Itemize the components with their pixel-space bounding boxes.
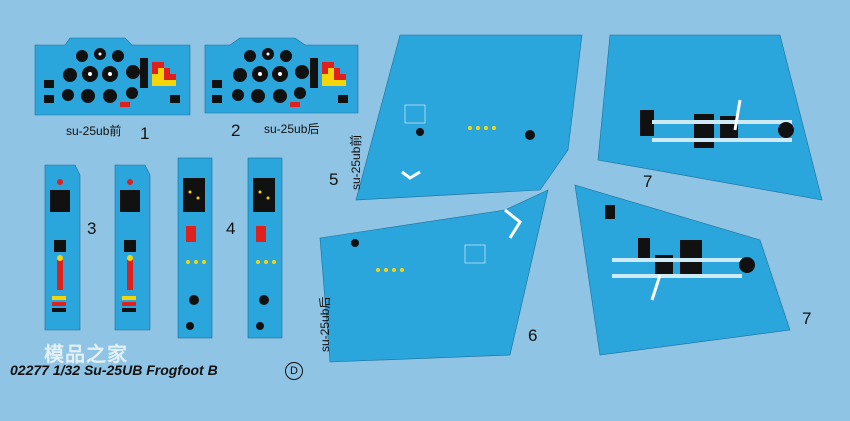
part-7b-number: 7 <box>802 309 812 328</box>
side-wall-rear-decal <box>319 189 549 363</box>
part-2-number: 2 <box>231 121 241 140</box>
instrument-panel-front-decal <box>34 37 191 116</box>
part-2-caption: su-25ub后 <box>264 122 320 136</box>
part-6-number: 6 <box>528 326 538 345</box>
part-5-number: 5 <box>329 170 339 189</box>
part-5-caption: su-25ub前 <box>349 134 363 190</box>
part-1-number: 1 <box>140 124 150 143</box>
sheet-variant-badge: D <box>285 362 303 380</box>
part-7a-number: 7 <box>643 172 653 191</box>
part-3-number: 3 <box>87 219 97 238</box>
floor-panel-lower-decal <box>574 184 791 356</box>
part-1-caption: su-25ub前 <box>66 124 122 138</box>
part-6-caption: su-25ub后 <box>318 296 332 352</box>
side-console-left-decals <box>44 164 151 331</box>
side-wall-front-decal <box>355 34 583 201</box>
kit-title: 02277 1/32 Su-25UB Frogfoot B <box>10 362 218 378</box>
part-4-number: 4 <box>226 219 236 238</box>
instrument-panel-rear-decal <box>204 37 359 114</box>
side-console-right-decals <box>177 157 283 339</box>
watermark-text: 模品之家 <box>44 344 128 366</box>
floor-panel-upper-decal <box>597 34 823 201</box>
